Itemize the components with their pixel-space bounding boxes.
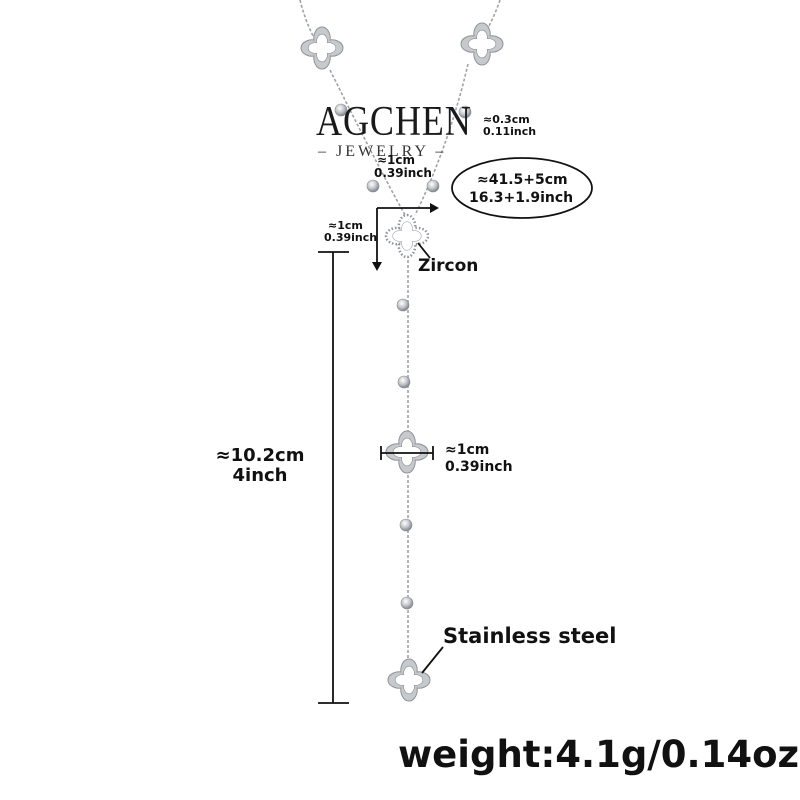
drop-length-inch: 4inch [232,465,288,486]
clover-size-inch: 0.39inch [445,459,513,475]
top-right-clover [460,22,504,66]
top-left-clover [300,26,344,70]
bead-size-inch: 0.11inch [483,125,537,138]
drop-length-label: ≈10.2cm 4inch [210,446,310,486]
zircon-size-cm: ≈1cm [328,219,363,232]
brand-tagline: – JEWELRY – [318,143,447,160]
pendant-size-cm: ≈1cm [377,153,416,167]
pendant-size-label: ≈1cm 0.39inch [374,154,432,180]
chain-length-label: ≈41.5+5cm 16.3+1.9inch [469,171,573,207]
measure-arrowheads [372,203,439,271]
chain-beads [334,103,472,610]
pendant-size-inch: 0.39inch [374,166,432,180]
zircon-clover-pendant [384,213,430,259]
zircon-size-inch: 0.39inch [324,231,378,244]
bottom-clover-charm [387,658,431,702]
chain-length-inch: 16.3+1.9inch [469,190,574,206]
zircon-size-label: ≈1cm 0.39inch [324,220,377,244]
clover-size-cm: ≈1cm [445,442,490,458]
brand-logo: AGCHEN [316,99,472,145]
chain-length-cm: ≈41.5+5cm [477,172,568,188]
zircon-label: Zircon [418,256,479,276]
weight-label: weight:4.1g/0.14oz [398,733,800,776]
bead-size-cm: ≈0.3cm [483,113,530,126]
clover-size-label: ≈1cm 0.39inch [445,442,513,476]
drop-length-cm: ≈10.2cm [215,445,305,466]
measure-lines [318,157,593,704]
middle-clover-charm [385,430,429,474]
stainless-steel-label: Stainless steel [443,624,617,648]
bead-size-label: ≈0.3cm 0.11inch [483,114,536,138]
